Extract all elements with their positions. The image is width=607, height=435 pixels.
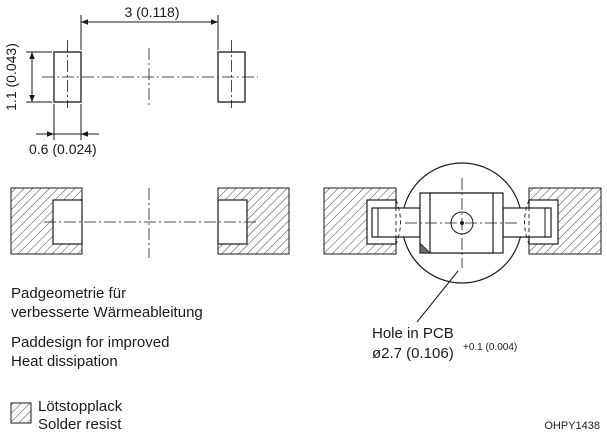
pad-footprint: 3 (0.118) 1.1 (0.043) 0.6 (0.024) (3, 4, 258, 157)
cathode-mark (419, 242, 431, 254)
solder-resist-legend-swatch (10, 402, 32, 424)
width-dimension-label: 0.6 (0.024) (29, 141, 97, 157)
right-lead (502, 207, 552, 238)
note-english-line2: Heat dissipation (11, 353, 118, 370)
note-german-line2: verbesserte Wärmeableitung (11, 304, 203, 321)
component-placement-view (323, 162, 602, 323)
legend-line1: Lötstopplack (38, 398, 123, 415)
hole-label: Hole in PCB (372, 325, 454, 342)
hole-diameter: ø2.7 (0.106) (372, 345, 454, 362)
pitch-dimension-label: 3 (0.118) (125, 4, 180, 20)
legend-line2: Solder resist (38, 416, 122, 433)
hole-tolerance: +0.1 (0.004) (463, 342, 517, 353)
improved-pad-layout (10, 187, 290, 258)
note-english-line1: Paddesign for improved (11, 334, 169, 351)
height-dimension-label: 1.1 (0.043) (3, 43, 19, 111)
note-german-line1: Padgeometrie für (11, 285, 126, 302)
center-marker (450, 211, 474, 235)
hole-leader-line (416, 270, 459, 323)
drawing-code: OHPY1438 (544, 420, 600, 432)
